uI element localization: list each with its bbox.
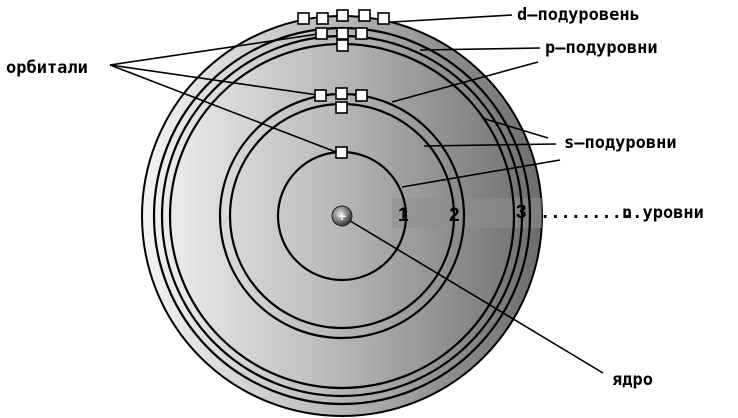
s-sublevel-pointer-2 <box>423 143 557 147</box>
s-orbital-box <box>335 101 348 114</box>
p-orbital-box <box>336 27 349 40</box>
level-2-label: 2 <box>449 205 460 226</box>
s-sublevels-label: s–подуровни <box>564 133 677 153</box>
nucleus-sign: + <box>338 208 346 224</box>
d-orbital-box <box>358 9 371 22</box>
d-orbital-box <box>316 12 329 25</box>
d-orbital-box <box>336 9 349 22</box>
orbitals-pointer-2 <box>109 64 319 96</box>
s-sublevel-pointer-1 <box>401 159 561 188</box>
level-1-label: 1 <box>398 205 409 226</box>
p-orbital-box <box>355 89 368 102</box>
orbitals-pointer-1 <box>109 33 319 66</box>
nucleus <box>331 205 353 227</box>
level-3-label: 3 <box>516 202 527 223</box>
p-orbital-box <box>315 27 328 40</box>
p-sublevel-pointer-inner <box>391 61 539 103</box>
s-orbital-box <box>336 39 349 52</box>
orbitals-label: орбитали <box>6 58 88 78</box>
orbitals-pointer-3 <box>109 64 337 153</box>
d-sublevel-label: d–подуровень <box>517 5 640 25</box>
dots-leader: ........... <box>540 203 653 223</box>
d-sublevel-pointer <box>391 14 513 23</box>
p-sublevel-pointer-outer <box>419 47 541 51</box>
p-orbital-box <box>335 87 348 100</box>
nucleus-label: ядро <box>612 370 653 390</box>
s-sublevel-pointer-3 <box>481 117 549 139</box>
s-orbital-box <box>335 146 348 159</box>
d-orbital-box <box>297 12 310 25</box>
d-orbital-box <box>377 12 390 25</box>
nucleus-pointer <box>341 215 604 374</box>
p-orbital-box <box>355 27 368 40</box>
level-label-band <box>392 198 542 228</box>
p-sublevels-label: p–подуровни <box>545 38 658 58</box>
n-levels-label: n уровни <box>622 203 704 223</box>
p-orbital-box <box>314 89 327 102</box>
